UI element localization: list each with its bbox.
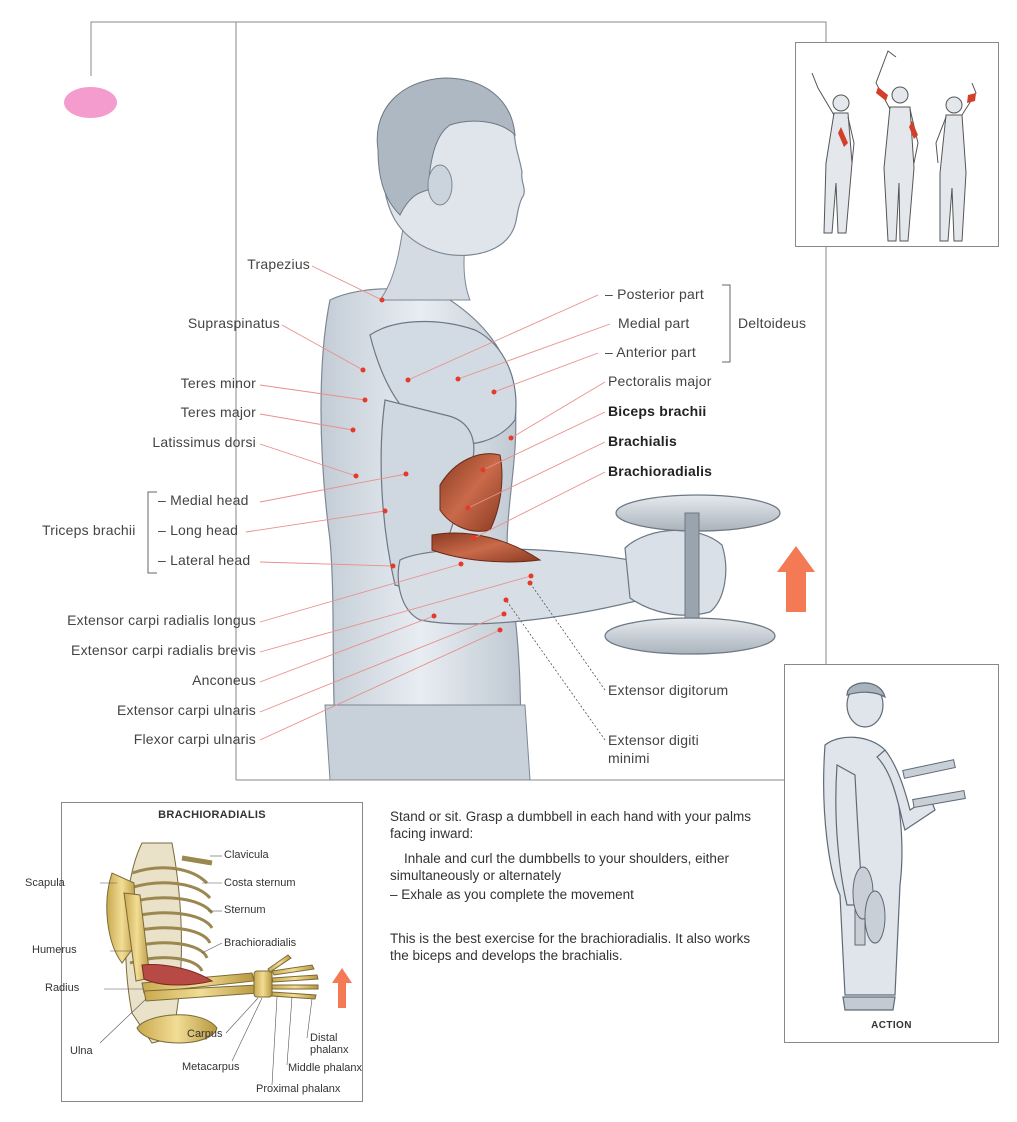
label-brachialis: Brachialis — [608, 433, 677, 449]
skel-label-proximal-phalanx: Proximal phalanx — [256, 1083, 341, 1095]
label-teres-minor: Teres minor — [180, 375, 256, 391]
skel-label-metacarpus: Metacarpus — [182, 1061, 240, 1073]
skel-label-brachioradialis: Brachioradialis — [224, 937, 297, 949]
label-latissimus-dorsi: Latissimus dorsi — [152, 434, 256, 450]
label-brachioradialis: Brachioradialis — [608, 463, 713, 479]
muscle-figures-panel — [795, 42, 999, 247]
label-triceps-brachii: Triceps brachii — [42, 522, 136, 538]
instruction-step-2: Inhale and curl the dumbbells to your sh… — [390, 851, 729, 883]
label-trapezius: Trapezius — [247, 256, 310, 272]
label-ext-carpi-radialis-brevis: Extensor carpi radialis brevis — [71, 642, 256, 658]
label-deltoideus: Deltoideus — [738, 315, 807, 331]
label-extensor-digiti-minimi: Extensor digiti minimi — [608, 732, 699, 766]
skel-label-ulna: Ulna — [70, 1045, 93, 1057]
label-triceps-long-head: – Long head — [158, 522, 239, 538]
label-biceps-brachii: Biceps brachii — [608, 403, 707, 419]
action-panel: ACTION — [784, 664, 999, 1043]
brachioradialis-skeleton-panel: BRACHIORADIALIS — [25, 802, 363, 1102]
skel-label-radius: Radius — [45, 982, 80, 994]
skel-label-sternum: Sternum — [224, 904, 266, 916]
skel-label-scapula: Scapula — [25, 877, 65, 889]
label-ext-carpi-ulnaris: Extensor carpi ulnaris — [116, 702, 256, 718]
label-deltoid-medial: Medial part — [618, 315, 690, 331]
label-extensor-digitorum: Extensor digitorum — [608, 682, 729, 698]
label-supraspinatus: Supraspinatus — [187, 315, 280, 331]
instruction-summary: This is the best exercise for the brachi… — [390, 931, 751, 963]
label-teres-major: Teres major — [180, 404, 256, 420]
skeleton-illustration — [99, 842, 352, 1086]
label-pectoralis-major: Pectoralis major — [608, 373, 712, 389]
label-flexor-carpi-ulnaris: Flexor carpi ulnaris — [133, 731, 256, 747]
instruction-step-3: – Exhale as you complete the movement — [390, 887, 634, 902]
label-anconeus: Anconeus — [192, 672, 256, 688]
label-deltoid-posterior: – Posterior part — [605, 286, 704, 302]
triceps-bracket — [147, 491, 157, 574]
main-anatomy-illustration — [245, 77, 815, 780]
action-figure-illustration — [823, 682, 966, 1011]
skel-label-humerus: Humerus — [32, 944, 77, 956]
skel-label-distal-phalanx: Distal phalanx — [310, 1032, 349, 1056]
label-triceps-medial-head: – Medial head — [158, 492, 249, 508]
label-deltoid-anterior: – Anterior part — [605, 344, 696, 360]
instruction-step-1: Stand or sit. Grasp a dumbbell in each h… — [390, 809, 751, 841]
label-ext-carpi-radialis-longus: Extensor carpi radialis longus — [67, 612, 256, 628]
three-figures-illustration — [811, 50, 977, 242]
label-triceps-lateral-head: – Lateral head — [158, 552, 251, 568]
skel-label-middle-phalanx: Middle phalanx — [288, 1062, 362, 1074]
skeleton-panel-title: BRACHIORADIALIS — [158, 809, 266, 821]
skel-label-costa-sternum: Costa sternum — [224, 877, 296, 889]
action-caption: ACTION — [871, 1020, 912, 1031]
chapter-tab — [64, 87, 117, 118]
skel-label-carpus: Carpus — [187, 1028, 223, 1040]
skel-label-clavicula: Clavicula — [224, 849, 269, 861]
